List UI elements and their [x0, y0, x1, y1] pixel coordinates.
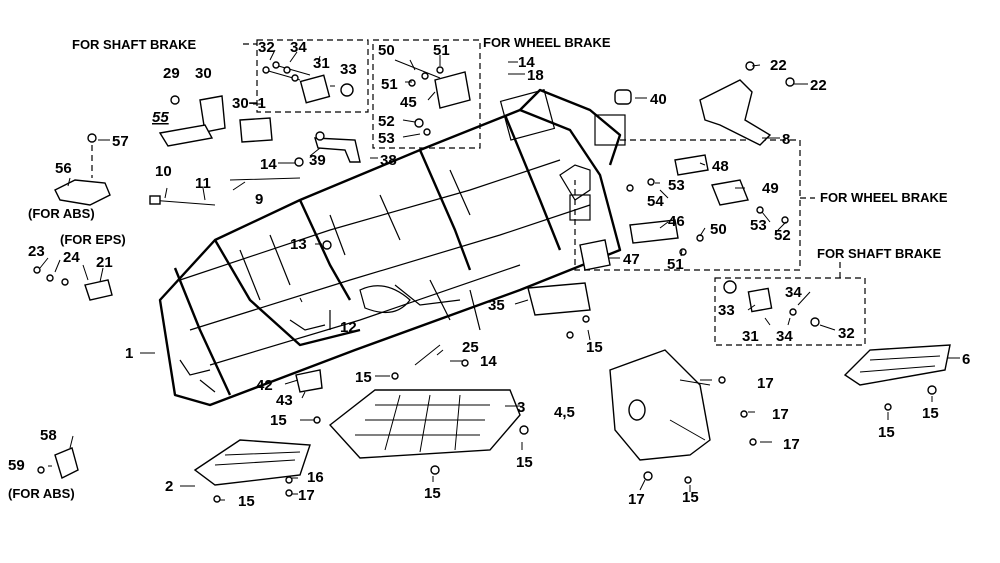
- callout-23: 23: [28, 243, 45, 260]
- callout-15-center-bottom: 15: [424, 485, 441, 502]
- callout-53-top: 53: [378, 130, 395, 147]
- callout-32: 32: [258, 39, 275, 56]
- callout-50-top: 50: [378, 42, 395, 59]
- callout-8: 8: [782, 131, 790, 148]
- rear-parts: [527, 61, 820, 339]
- callout-34: 34: [290, 39, 307, 56]
- callout-54: 54: [647, 193, 664, 210]
- callout-15-front-skid: 15: [238, 493, 255, 510]
- callout-21: 21: [96, 254, 113, 271]
- callout-34-right-bottom: 34: [776, 328, 793, 345]
- callout-29: 29: [163, 65, 180, 82]
- callout-14-left: 14: [260, 156, 277, 173]
- callout-13: 13: [290, 236, 307, 253]
- callout-31: 31: [313, 55, 330, 72]
- callout-34-right-top: 34: [785, 284, 802, 301]
- callout-16: 16: [307, 469, 324, 486]
- caption-for-eps: (FOR EPS): [60, 232, 126, 247]
- callout-31-right: 31: [742, 328, 759, 345]
- misc-fasteners: [213, 344, 937, 503]
- callout-55: 55: [152, 109, 169, 126]
- callout-30: 30: [195, 65, 212, 82]
- callout-15-left-skid: 15: [270, 412, 287, 429]
- callout-35: 35: [488, 297, 505, 314]
- callout-17-b: 17: [772, 406, 789, 423]
- upper-left-parts: [149, 95, 361, 250]
- callout-33: 33: [340, 61, 357, 78]
- callout-48: 48: [712, 158, 729, 175]
- callout-17-a: 17: [757, 375, 774, 392]
- callout-15-upper-skid: 15: [355, 369, 372, 386]
- callout-14-top: 14: [518, 54, 535, 71]
- callout-3: 3: [517, 399, 525, 416]
- callouts: 32 34 31 33 29 30 30−1 55 50 51 51 45 52…: [8, 39, 970, 510]
- callout-4-5: 4,5: [554, 404, 575, 421]
- callout-51-right: 51: [667, 256, 684, 273]
- callout-47: 47: [623, 251, 640, 268]
- callout-10: 10: [155, 163, 172, 180]
- callout-11: 11: [195, 175, 211, 192]
- abs-eps-parts: [33, 133, 113, 479]
- callout-6: 6: [962, 351, 970, 368]
- callout-51-mid: 51: [381, 76, 398, 93]
- callout-40: 40: [650, 91, 667, 108]
- callout-51-top: 51: [433, 42, 450, 59]
- caption-for-shaft-brake-top: FOR SHAFT BRAKE: [72, 37, 197, 52]
- skid-plates: [193, 344, 951, 486]
- callout-57: 57: [112, 133, 129, 150]
- callout-49: 49: [762, 180, 779, 197]
- callout-32-right: 32: [838, 325, 855, 342]
- callout-59: 59: [8, 457, 25, 474]
- caption-for-abs-upper: (FOR ABS): [28, 206, 95, 221]
- callout-33-right: 33: [718, 302, 735, 319]
- captions: FOR SHAFT BRAKE FOR WHEEL BRAKE FOR WHEE…: [8, 35, 948, 501]
- group-boxes: [243, 39, 866, 346]
- callout-9: 9: [255, 191, 263, 208]
- callout-15-fender: 15: [682, 489, 699, 506]
- callout-46: 46: [668, 213, 685, 230]
- callout-38: 38: [380, 152, 397, 169]
- callout-42: 42: [256, 377, 273, 394]
- callout-2: 2: [165, 478, 173, 495]
- shaft-brake-bracket-parts: [262, 61, 354, 104]
- callout-58: 58: [40, 427, 57, 444]
- callout-15-center-skid: 15: [516, 454, 533, 471]
- callout-1: 1: [125, 345, 133, 362]
- callout-30-1: 30−1: [232, 95, 266, 112]
- callout-45: 45: [400, 94, 417, 111]
- callout-25: 25: [462, 339, 479, 356]
- callout-15-rear-skid-a: 15: [922, 405, 939, 422]
- callout-15-rear-skid-b: 15: [878, 424, 895, 441]
- callout-18: 18: [527, 67, 544, 84]
- callout-17-c: 17: [783, 436, 800, 453]
- caption-for-shaft-brake-right: FOR SHAFT BRAKE: [817, 246, 942, 261]
- caption-for-wheel-brake-right: FOR WHEEL BRAKE: [820, 190, 948, 205]
- callout-53-mid: 53: [668, 177, 685, 194]
- callout-12: 12: [340, 319, 357, 336]
- callout-56: 56: [55, 160, 72, 177]
- callout-22-b: 22: [810, 77, 827, 94]
- callout-17-d: 17: [628, 491, 645, 508]
- callout-14-bottom: 14: [480, 353, 497, 370]
- main-frame: [158, 88, 626, 407]
- callout-43: 43: [276, 392, 293, 409]
- callout-15-35: 15: [586, 339, 603, 356]
- wheel-brake-bracket-parts-top: [394, 59, 471, 136]
- callout-39: 39: [309, 152, 326, 169]
- callout-52-right: 52: [774, 227, 791, 244]
- callout-53-right: 53: [750, 217, 767, 234]
- callout-17-e: 17: [298, 487, 315, 504]
- callout-52-top: 52: [378, 113, 395, 130]
- caption-for-wheel-brake-top: FOR WHEEL BRAKE: [483, 35, 611, 50]
- callout-24: 24: [63, 249, 80, 266]
- caption-for-abs-lower: (FOR ABS): [8, 486, 75, 501]
- leader-lines: [39, 49, 960, 501]
- callout-22-a: 22: [770, 57, 787, 74]
- callout-50-right: 50: [710, 221, 727, 238]
